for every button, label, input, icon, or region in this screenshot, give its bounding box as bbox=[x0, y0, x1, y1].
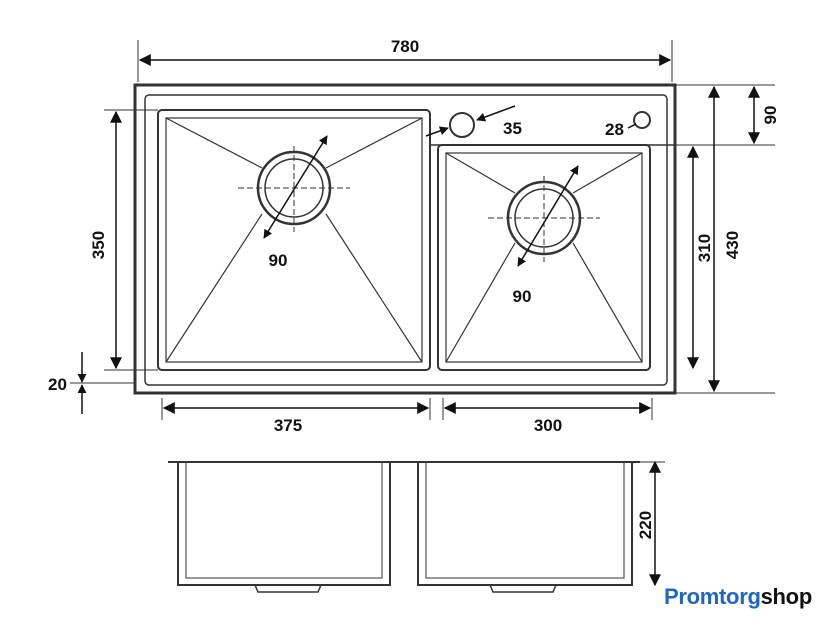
label-accessory-hole: 28 bbox=[605, 120, 624, 139]
side-left-bowl bbox=[177, 462, 391, 593]
side-view bbox=[168, 461, 665, 593]
label-right-bowl-width: 300 bbox=[534, 416, 562, 435]
top-view bbox=[133, 83, 677, 395]
sink-rim bbox=[144, 94, 668, 386]
dimension-labels: 780 375 300 350 20 90 310 430 220 90 90 … bbox=[48, 37, 780, 539]
label-right-bowl-depth: 310 bbox=[695, 234, 714, 262]
side-right-bowl bbox=[417, 462, 633, 593]
label-tap-hole: 35 bbox=[503, 119, 522, 138]
tap-hole bbox=[449, 112, 475, 138]
left-bowl bbox=[157, 109, 431, 371]
label-left-bowl-width: 375 bbox=[274, 416, 302, 435]
label-overall-depth: 430 bbox=[723, 231, 742, 259]
dimension-lines bbox=[77, 54, 760, 587]
accessory-hole bbox=[633, 111, 651, 129]
brand-logo-part1: Promtorg bbox=[664, 584, 761, 609]
label-left-bowl-depth: 350 bbox=[89, 231, 108, 259]
brand-logo-part2: shop bbox=[760, 584, 813, 609]
label-overall-width: 780 bbox=[391, 37, 419, 56]
label-bowl-height: 220 bbox=[636, 511, 655, 539]
brand-logo: Promtorgshop bbox=[664, 584, 812, 610]
label-left-drain: 90 bbox=[269, 251, 288, 270]
right-bowl bbox=[437, 144, 651, 371]
label-deck-depth: 90 bbox=[761, 106, 780, 125]
label-bottom-margin: 20 bbox=[48, 375, 67, 394]
sink-outline bbox=[133, 83, 677, 395]
label-right-drain: 90 bbox=[513, 287, 532, 306]
